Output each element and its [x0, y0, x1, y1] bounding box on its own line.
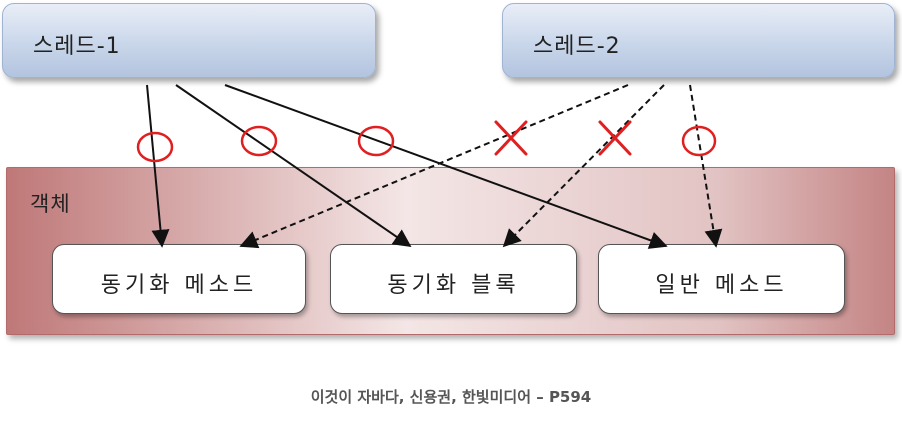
- synchronized-method-label: 동기화 메소드: [100, 273, 258, 298]
- normal-method-label: 일반 메소드: [655, 273, 788, 298]
- arrow-t2-normal-method: [689, 84, 723, 248]
- blocked-mark: [598, 120, 632, 156]
- thread-1-label: 스레드-1: [33, 34, 121, 59]
- allowed-mark: [357, 125, 395, 157]
- arrow-t1-normal-method: [224, 84, 668, 249]
- arrow-t2-sync-method: [239, 84, 629, 249]
- thread-1-box: 스레드-1: [2, 3, 376, 78]
- synchronized-block-box: 동기화 블록: [330, 244, 577, 314]
- synchronized-method-box: 동기화 메소드: [52, 244, 306, 314]
- synchronized-block-label: 동기화 블록: [387, 273, 520, 298]
- thread-2-label: 스레드-2: [533, 34, 621, 59]
- allowed-mark: [240, 125, 278, 157]
- blocked-mark: [494, 120, 528, 156]
- object-label: 객체: [30, 192, 71, 216]
- arrow-t1-sync-method: [146, 84, 170, 248]
- source-caption: 이것이 자바다, 신용권, 한빛미디어 – P594: [310, 388, 592, 406]
- allowed-mark: [136, 131, 174, 163]
- allowed-mark: [681, 125, 717, 157]
- arrow-t1-sync-block: [175, 84, 412, 248]
- arrow-t2-sync-block: [502, 84, 665, 248]
- thread-2-box: 스레드-2: [502, 3, 895, 78]
- normal-method-box: 일반 메소드: [598, 244, 845, 314]
